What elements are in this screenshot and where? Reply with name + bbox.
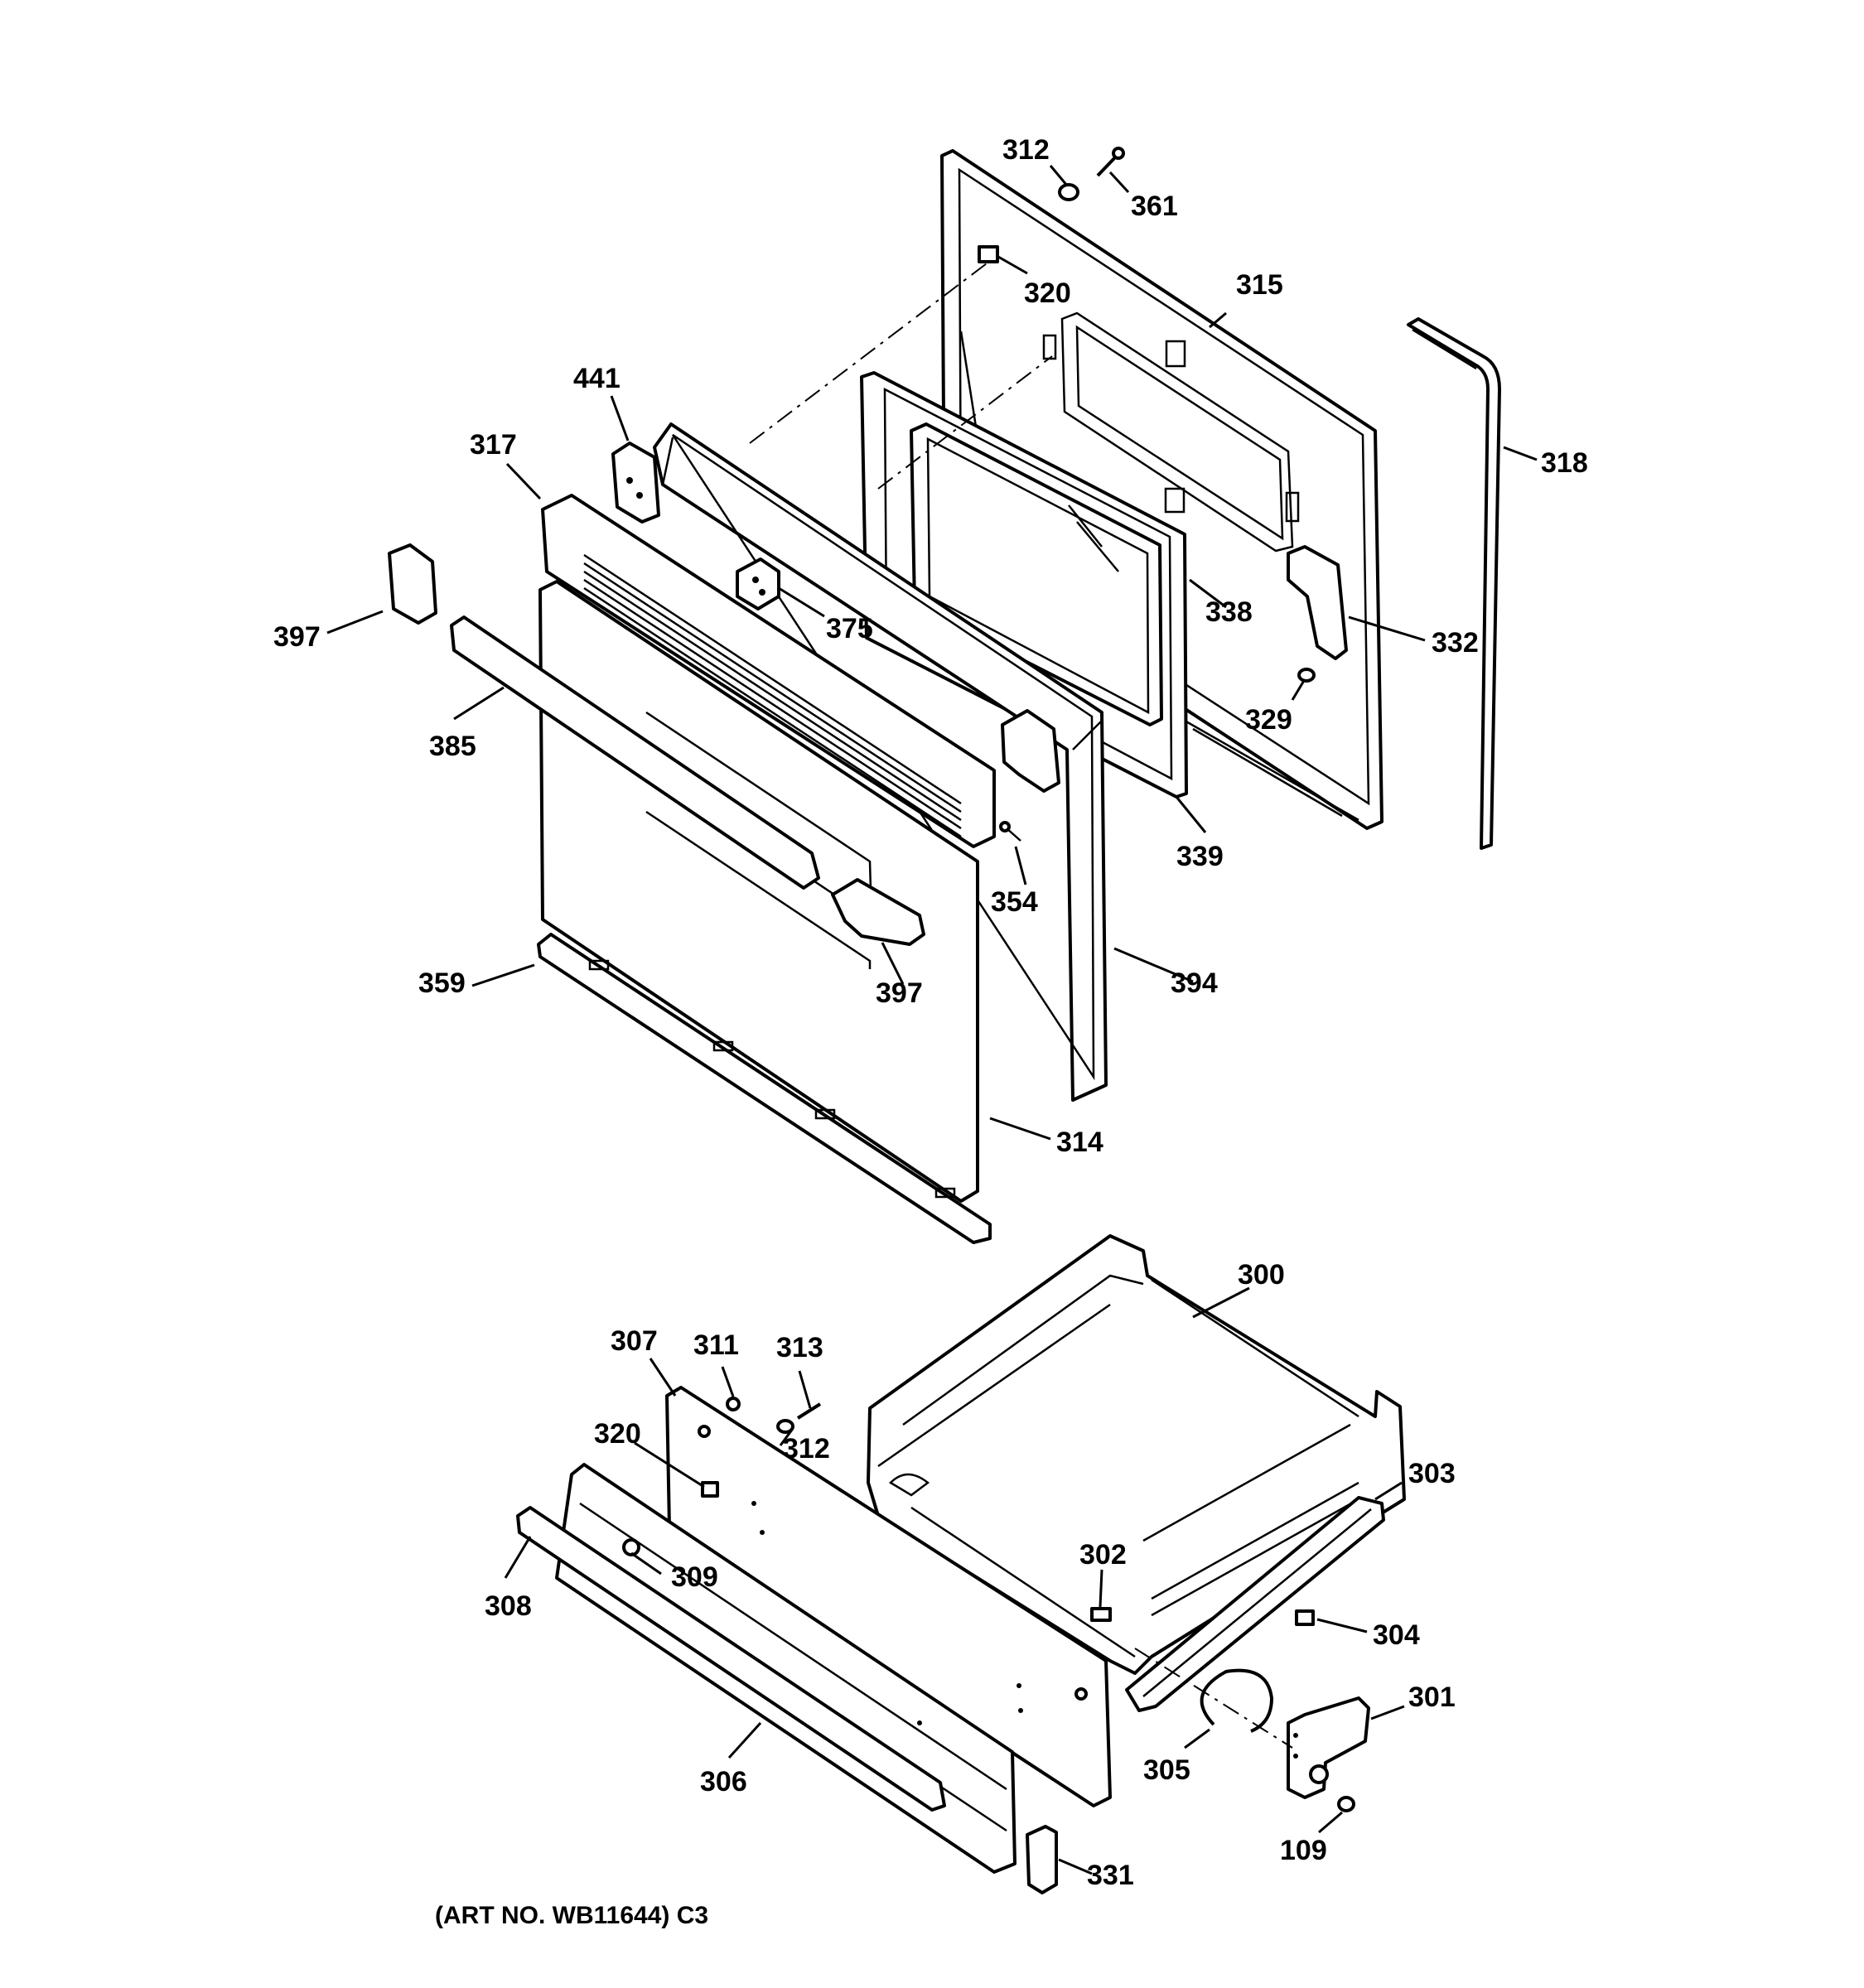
callout-300: 300 <box>1238 1259 1285 1291</box>
alignment-line-top <box>749 260 991 444</box>
part-331-bracket <box>1026 1825 1058 1894</box>
callout-354: 354 <box>991 886 1038 918</box>
callout-397-right: 397 <box>876 977 923 1009</box>
part-304-clip <box>1295 1609 1315 1626</box>
callout-339: 339 <box>1176 841 1224 872</box>
callout-317: 317 <box>470 429 517 461</box>
part-375-bracket <box>736 557 780 610</box>
part-109-nut <box>1337 1796 1355 1812</box>
callout-320-drawer: 320 <box>594 1418 641 1450</box>
callout-441: 441 <box>573 363 621 394</box>
callout-308: 308 <box>485 1590 532 1622</box>
part-302-screw <box>1090 1607 1112 1622</box>
callout-385: 385 <box>429 731 476 762</box>
part-317-vent-trim <box>541 494 996 848</box>
part-311-nut <box>726 1397 741 1411</box>
part-313-screw <box>796 1402 822 1420</box>
callout-332: 332 <box>1432 627 1479 659</box>
part-385-door-handle <box>450 615 820 890</box>
part-309-screw <box>622 1538 640 1556</box>
callout-331: 331 <box>1087 1860 1134 1891</box>
callout-301: 301 <box>1408 1682 1456 1713</box>
part-320-hinge-pin-top <box>978 245 999 263</box>
leader-lines <box>326 165 1538 1875</box>
callout-394: 394 <box>1171 967 1218 999</box>
art-number-caption: (ART NO. WB11644) C3 <box>435 1902 708 1929</box>
part-320-hinge-pin-drawer <box>701 1481 719 1498</box>
part-305-spring <box>1200 1668 1273 1733</box>
callout-307: 307 <box>611 1325 658 1357</box>
callout-397-left: 397 <box>273 621 321 653</box>
callout-338: 338 <box>1205 596 1253 628</box>
part-hinge-right <box>1001 709 1060 793</box>
part-301-drawer-bracket <box>1287 1696 1370 1799</box>
callout-359: 359 <box>418 967 466 999</box>
alignment-line-drawer <box>1134 1648 1293 1749</box>
part-354-screw <box>999 821 1021 842</box>
callout-304: 304 <box>1373 1619 1420 1651</box>
part-308-drawer-handle <box>516 1506 946 1812</box>
part-441-hinge-receptacle <box>611 442 660 524</box>
callout-312-drawer: 312 <box>783 1433 830 1464</box>
callout-309: 309 <box>671 1561 718 1593</box>
part-303-drawer-rail <box>1125 1496 1385 1712</box>
part-359-bottom-trim <box>537 933 992 1244</box>
part-361-screw-top <box>1096 147 1125 177</box>
callout-302: 302 <box>1079 1539 1127 1571</box>
callout-312-top: 312 <box>1002 134 1050 166</box>
callout-318: 318 <box>1541 447 1588 479</box>
part-312-nut-drawer <box>776 1419 794 1434</box>
part-397-endcap-right <box>831 878 925 946</box>
alignment-line-hinge <box>877 355 1053 490</box>
callout-314: 314 <box>1056 1127 1103 1158</box>
callout-375: 375 <box>826 613 873 644</box>
callout-329: 329 <box>1245 704 1292 736</box>
callout-361: 361 <box>1131 191 1178 222</box>
callout-313: 313 <box>776 1332 823 1363</box>
part-312-nut-top <box>1058 183 1079 201</box>
callout-320-top: 320 <box>1024 277 1071 309</box>
callout-315: 315 <box>1236 269 1283 301</box>
callout-305: 305 <box>1143 1754 1190 1786</box>
callout-109: 109 <box>1280 1835 1327 1866</box>
part-332-hinge-bracket <box>1287 545 1348 660</box>
part-318-door-gasket <box>1407 317 1501 850</box>
part-329-screw <box>1297 668 1316 683</box>
part-397-endcap-left <box>388 543 437 625</box>
callout-311: 311 <box>693 1329 739 1361</box>
callout-303: 303 <box>1408 1458 1456 1489</box>
callout-306: 306 <box>700 1766 747 1797</box>
